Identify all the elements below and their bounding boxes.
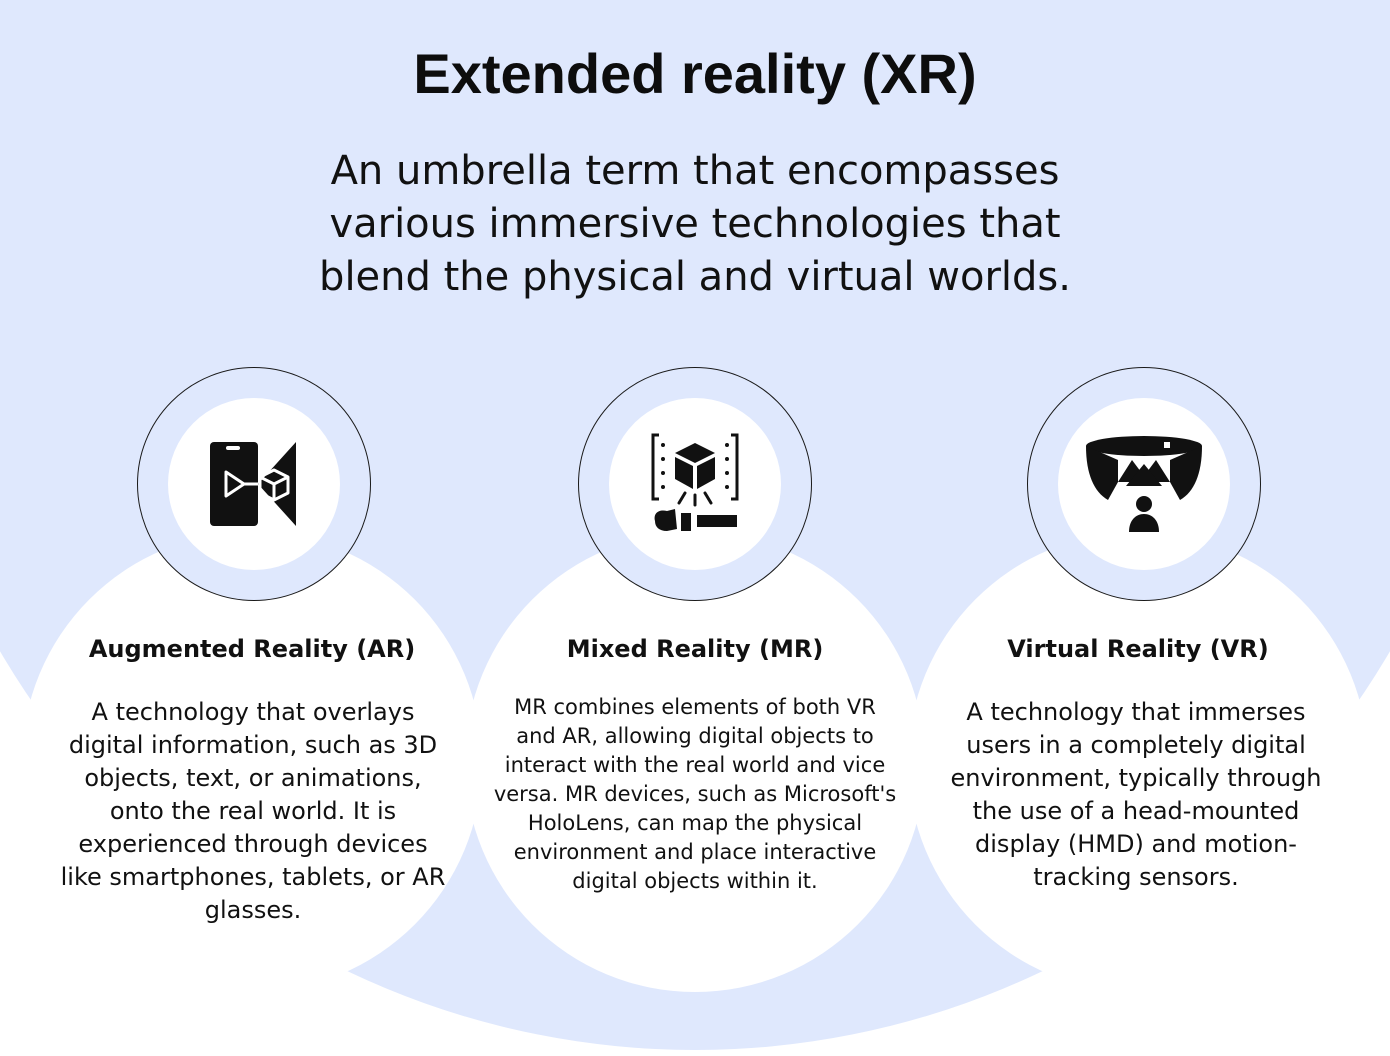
icon-badge-mr: [609, 398, 781, 570]
icon-ring-vr: [1027, 367, 1261, 601]
icon-badge-vr: [1058, 398, 1230, 570]
card-title-vr: Virtual Reality (VR): [1007, 635, 1269, 663]
card-description-mr: MR combines elements of both VR and AR, …: [493, 695, 897, 893]
hologram-projection-cube-icon: [651, 433, 739, 531]
page-subtitle: An umbrella term that encompasses variou…: [319, 148, 1071, 300]
icon-badge-ar: [168, 398, 340, 570]
card-ar: [22, 532, 482, 992]
card-vr: [908, 532, 1368, 992]
smartphone-ar-cube-icon: [210, 442, 296, 526]
icon-ring-mr: [578, 367, 812, 601]
card-title-mr: Mixed Reality (MR): [566, 635, 824, 663]
page-title: Extended reality (XR): [413, 42, 977, 105]
card-description-ar: A technology that overlays digital infor…: [60, 698, 446, 924]
card-mr: [465, 532, 925, 992]
immersive-360-screen-user-icon: [1086, 436, 1202, 532]
card-title-ar: Augmented Reality (AR): [88, 635, 416, 663]
card-description-vr: A technology that immerses users in a co…: [950, 698, 1322, 891]
icon-ring-ar: [137, 367, 371, 601]
